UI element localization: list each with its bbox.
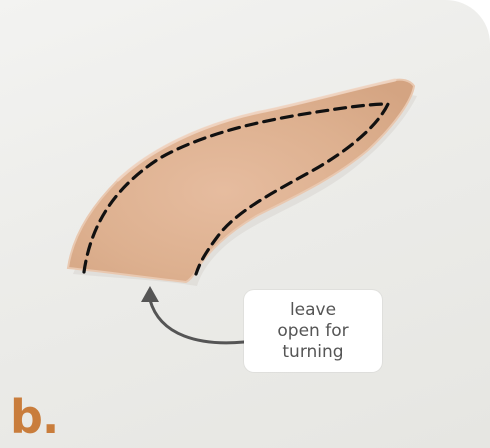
callout-line-3: turning <box>282 342 343 363</box>
arrow-line <box>150 300 244 343</box>
step-label: b. <box>10 392 58 442</box>
callout-line-2: open for <box>277 321 348 342</box>
callout-note: leave open for turning <box>244 290 382 372</box>
arrow-head-icon <box>141 286 159 302</box>
fabric-piece <box>68 80 414 282</box>
callout-line-1: leave <box>290 300 336 321</box>
